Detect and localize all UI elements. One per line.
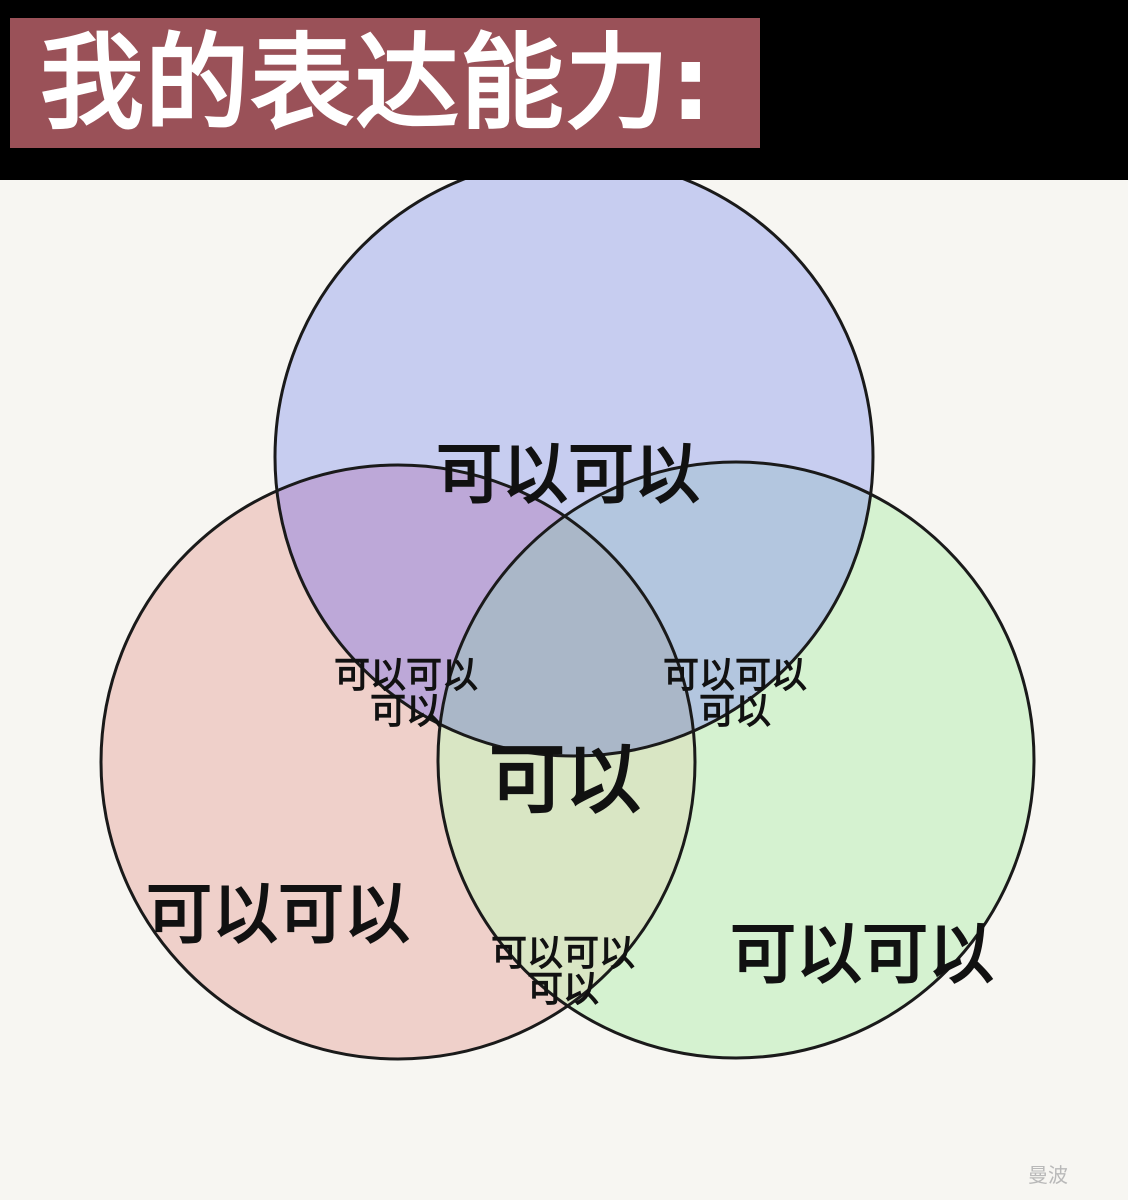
circle-left-outline <box>99 463 697 1061</box>
label-left-only: 可以可以 <box>146 876 410 953</box>
label-right-only: 可以可以 <box>730 916 994 993</box>
label-top-only: 可以可以 <box>436 436 700 513</box>
title-box: 我的表达能力: <box>10 18 760 148</box>
label-top-right-line1: 可以可以 <box>663 655 807 696</box>
label-bottom-line1: 可以可以 <box>491 933 635 974</box>
label-center: 可以 <box>489 735 641 824</box>
watermark: 曼波 <box>1028 1163 1068 1187</box>
overlap-center <box>438 465 695 756</box>
label-top-left-line2: 可以 <box>370 691 442 732</box>
label-top-left-line1: 可以可以 <box>334 655 478 696</box>
page-title: 我的表达能力: <box>40 22 713 144</box>
venn-diagram: 可以可以 可以可以 可以可以 可以可以 可以 可以可以 可以 可以 可以可以 可… <box>0 180 1128 1200</box>
circle-top-outline <box>273 180 875 758</box>
circle-right-outline <box>436 460 1036 1060</box>
header-bar: 我的表达能力: <box>0 0 1128 180</box>
label-bottom-line2: 可以 <box>527 969 599 1010</box>
label-top-right-line2: 可以 <box>699 691 771 732</box>
